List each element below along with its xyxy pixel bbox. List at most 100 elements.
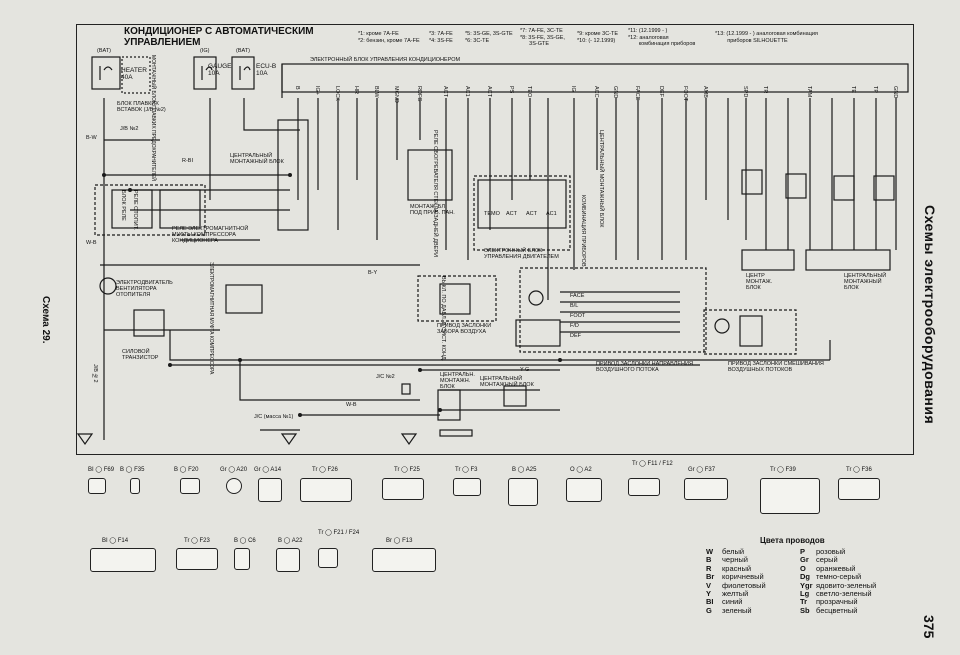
diagram-frame: [76, 24, 914, 455]
central-block-label: ЦЕНТРАЛЬНЫЙ МОНТАЖНЫЙ БЛОК: [230, 153, 284, 165]
connector-f3: [453, 478, 481, 496]
fuse-ecub: [231, 56, 255, 90]
ecu-pin-gnd2: GND: [892, 86, 898, 99]
servo-pin-bl: B/L: [570, 303, 579, 309]
servo-pin-def: DEF: [570, 333, 581, 339]
ecu-pin-tr: TR: [762, 86, 768, 94]
schema-label: Схема 29.: [40, 296, 51, 344]
connector-a20: [226, 478, 242, 494]
fuse-ecub-name: ECU-B: [256, 63, 277, 70]
connector-f39: [760, 478, 820, 514]
conn-label-a22: B ◯ A22: [278, 538, 303, 544]
connector-c6: [234, 548, 250, 570]
wire-tag-yg: Y-G: [520, 367, 530, 373]
jc1-label: J/C (масса №1): [254, 414, 294, 420]
ecu-pin-ps: PS: [508, 86, 514, 94]
conn-label-f3: Tr ◯ F3: [455, 467, 478, 473]
conn-label-a2: O ◯ A2: [570, 467, 592, 473]
conn-label-f13: Br ◯ F13: [386, 538, 413, 544]
conn-label-f21: Tr ◯ F21 / F24: [318, 530, 360, 536]
connector-f69: [88, 478, 106, 494]
footnote-2: *3: 7A-FE *4: 3S-FE: [429, 31, 453, 44]
central-mount2-label: ЦЕНТРАЛЬНЫЙ МОНТАЖНЫЙ БЛОК: [844, 273, 887, 291]
mount-block-label: МОНТАЖ. БЛ. ПОД ПРИБ. ПАН.: [410, 204, 455, 216]
conn-label-f39: Tr ◯ F39: [770, 467, 796, 473]
conn-label-f25: Tr ◯ F25: [394, 467, 420, 473]
footnote-1: *1: кроме 7A-FE *2: бензин, кроме 7A-FE: [358, 31, 420, 44]
ecu-pin-hr: HR: [353, 86, 359, 94]
connector-f11: [628, 478, 660, 496]
conn-label-f36: Tr ◯ F36: [846, 467, 872, 473]
connector-f13: [372, 548, 436, 572]
fuse-heater-name: HEATER: [121, 67, 147, 74]
ecu-pin-rdfg: RDFG: [416, 86, 422, 102]
ign-switch-label: ВЫКЛ. ПО ДАВЛ. В СИСТ. КОНД.: [440, 276, 446, 362]
conn-label-f20: B ◯ F20: [174, 467, 199, 473]
relay-block-label: БЛОК РЕЛЕ: [120, 190, 126, 221]
fuse-gauge-rating: 10A: [208, 70, 220, 77]
jc2-label: J/C №2: [376, 374, 395, 380]
engine-ecu-label: ЭЛЕКТРОННЫЙ БЛОК УПРАВЛЕНИЯ ДВИГАТЕЛЕМ: [484, 248, 559, 260]
connector-f35: [130, 478, 140, 494]
conn-label-f69: BI ◯ F69: [88, 467, 115, 473]
conn-label-f37: Gr ◯ F37: [688, 467, 716, 473]
connector-f25: [382, 478, 424, 500]
ecu-pin-b: B: [294, 86, 300, 90]
ecu-pin-lock: LOCK: [334, 86, 340, 101]
ecu-pin-foot: FOOT: [682, 86, 688, 102]
footnote-4: *7: 7A-FE, 3C-TE *8: 3S-FE, 3S-GE, 3S-GT…: [520, 28, 565, 47]
connector-f20: [180, 478, 200, 494]
ecu-pin-tp: TP: [872, 86, 878, 94]
ecu-pin-te: TE: [850, 86, 856, 94]
conn-label-a14: Gr ◯ A14: [254, 467, 282, 473]
ecu-pin-ac1: AC1: [464, 86, 470, 97]
combination-label: КОМБИНАЦИЯ ПРИБОРОВ: [580, 195, 586, 267]
jb2b-label: J/B №2: [92, 364, 98, 383]
ecu-pin-acc: ACC: [593, 86, 599, 98]
conn-label-f14: BI ◯ F14: [102, 538, 129, 544]
engine-pin-act2: ACT: [526, 211, 537, 217]
engine-pin-act: ACT: [506, 211, 517, 217]
ecu-pin-teo: TEO: [526, 86, 532, 98]
connector-f37: [684, 478, 728, 500]
ecu-pin-tam: TAM: [806, 86, 812, 98]
engine-pin-temo: TEMO: [484, 211, 500, 217]
ecu-pin-mgnd: MGND: [393, 86, 399, 103]
central-mount-label: ЦЕНТР МОНТАЖ. БЛОК: [746, 273, 773, 291]
fuse-heater-tag: (BAT): [97, 48, 111, 54]
footnote-3: *5: 3S-GE, 3S-GTE *6: 3C-TE: [465, 31, 513, 44]
footnote-5: *9: кроме 3C-TE *10: (- 12.1999): [577, 31, 619, 44]
connector-f26: [300, 478, 352, 502]
connector-a14: [258, 478, 282, 502]
central-mount4-label: ЦЕНТРАЛЬНЫЙ МОНТАЖНЫЙ БЛОК: [598, 130, 604, 228]
heater-relay-label: РЕЛЕ ОТОПИТ.: [132, 190, 138, 230]
central-mount4b-label: ЦЕНТРАЛЬНЫЙ МОНТАЖНЫЙ БЛОК: [480, 376, 534, 388]
connector-a22: [276, 548, 300, 572]
ecu-pin-gnd: GND: [612, 86, 618, 99]
clutch-relay-label: РЕЛЕ ЭЛЕКТРОМАГНИТНОЙ МУФТЫ КОМПРЕССОРА …: [172, 226, 249, 244]
conn-label-a20: Gr ◯ A20: [220, 467, 248, 473]
recirc-servo-label: ПРИВОД ЗАСЛОНКИ ЗАБОРА ВОЗДУХА: [437, 323, 492, 335]
ecu-pin-amb: AMB: [702, 86, 708, 98]
fuse-block-label: БЛОК ПЛАВКИХ ВСТАВОК (J/B №2): [117, 101, 166, 113]
connector-a2: [566, 478, 602, 502]
power-transistor-label: СИЛОВОЙ ТРАНЗИСТОР: [122, 349, 159, 361]
fuse-ecub-rating: 10A: [256, 70, 268, 77]
airflow-servo-label: ПРИВОД ЗАСЛОНКИ НАПРАВЛЕНИЯ ВОЗДУШНОГО П…: [596, 361, 693, 373]
connector-f36: [838, 478, 880, 500]
wire-tag-by: B-Y: [368, 270, 378, 276]
legend-title: Цвета проводов: [760, 536, 825, 545]
